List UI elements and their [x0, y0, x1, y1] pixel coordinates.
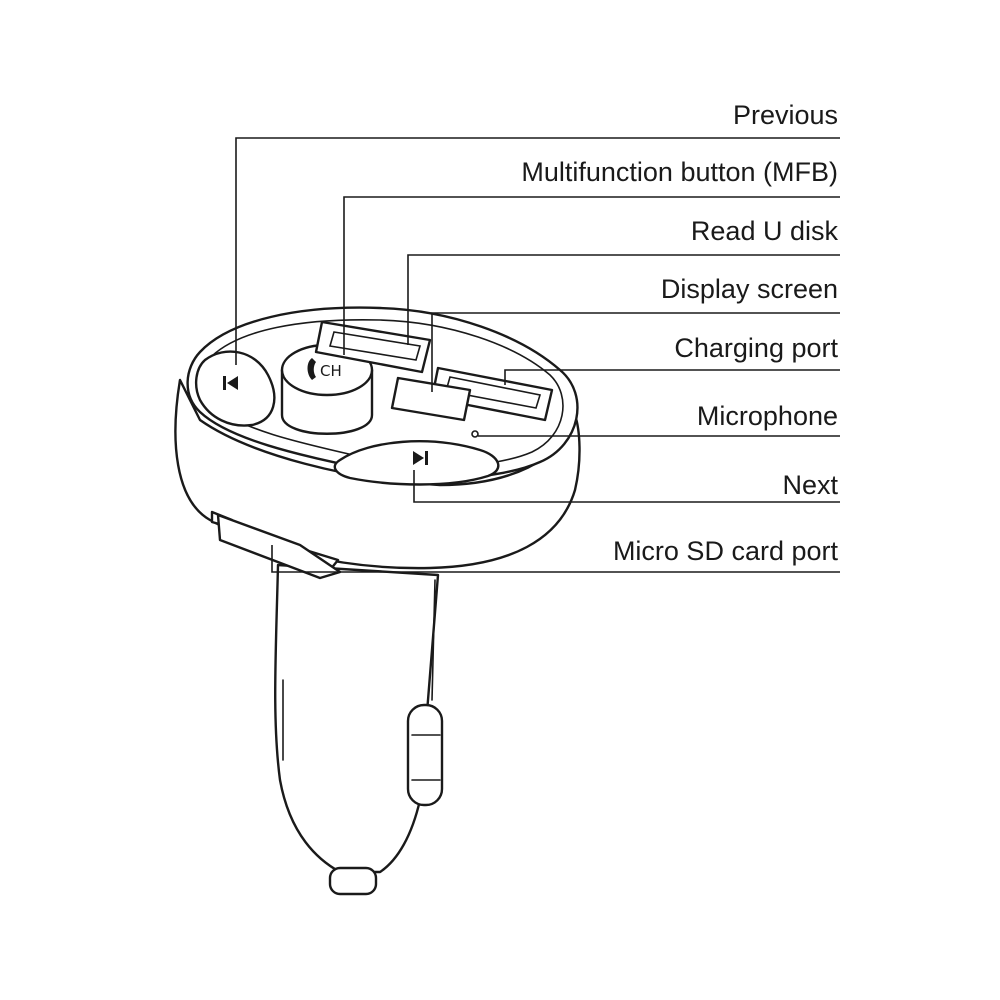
previous-button	[194, 350, 276, 427]
label-charging-port: Charging port	[674, 333, 838, 363]
display-screen	[390, 376, 472, 422]
leader-lines	[235, 137, 840, 573]
microphone-hole	[471, 430, 479, 438]
mfb-marking: CH	[320, 362, 342, 380]
next-button	[333, 440, 500, 486]
label-mfb: Multifunction button (MFB)	[521, 157, 838, 187]
micro-sd-slot	[210, 510, 342, 580]
leader-mfb	[343, 196, 840, 355]
mfb-knob: CH	[280, 343, 374, 435]
device-illustration: CH	[174, 306, 581, 896]
device-plug	[274, 563, 444, 896]
leader-micro-sd	[271, 545, 840, 573]
label-microphone: Microphone	[697, 401, 838, 431]
callout-labels: Previous Multifunction button (MFB) Read…	[521, 100, 838, 566]
leader-next	[413, 470, 840, 503]
next-icon	[413, 451, 428, 465]
leader-previous	[235, 137, 840, 365]
label-micro-sd: Micro SD card port	[613, 536, 839, 566]
leader-display-screen	[431, 312, 840, 392]
label-previous: Previous	[733, 100, 838, 130]
label-read-u-disk: Read U disk	[691, 216, 839, 246]
leader-charging-port	[504, 369, 840, 385]
label-next: Next	[782, 470, 838, 500]
phone-icon	[307, 358, 316, 380]
previous-icon	[223, 376, 238, 390]
leader-read-u-disk	[407, 254, 840, 345]
label-display-screen: Display screen	[661, 274, 838, 304]
